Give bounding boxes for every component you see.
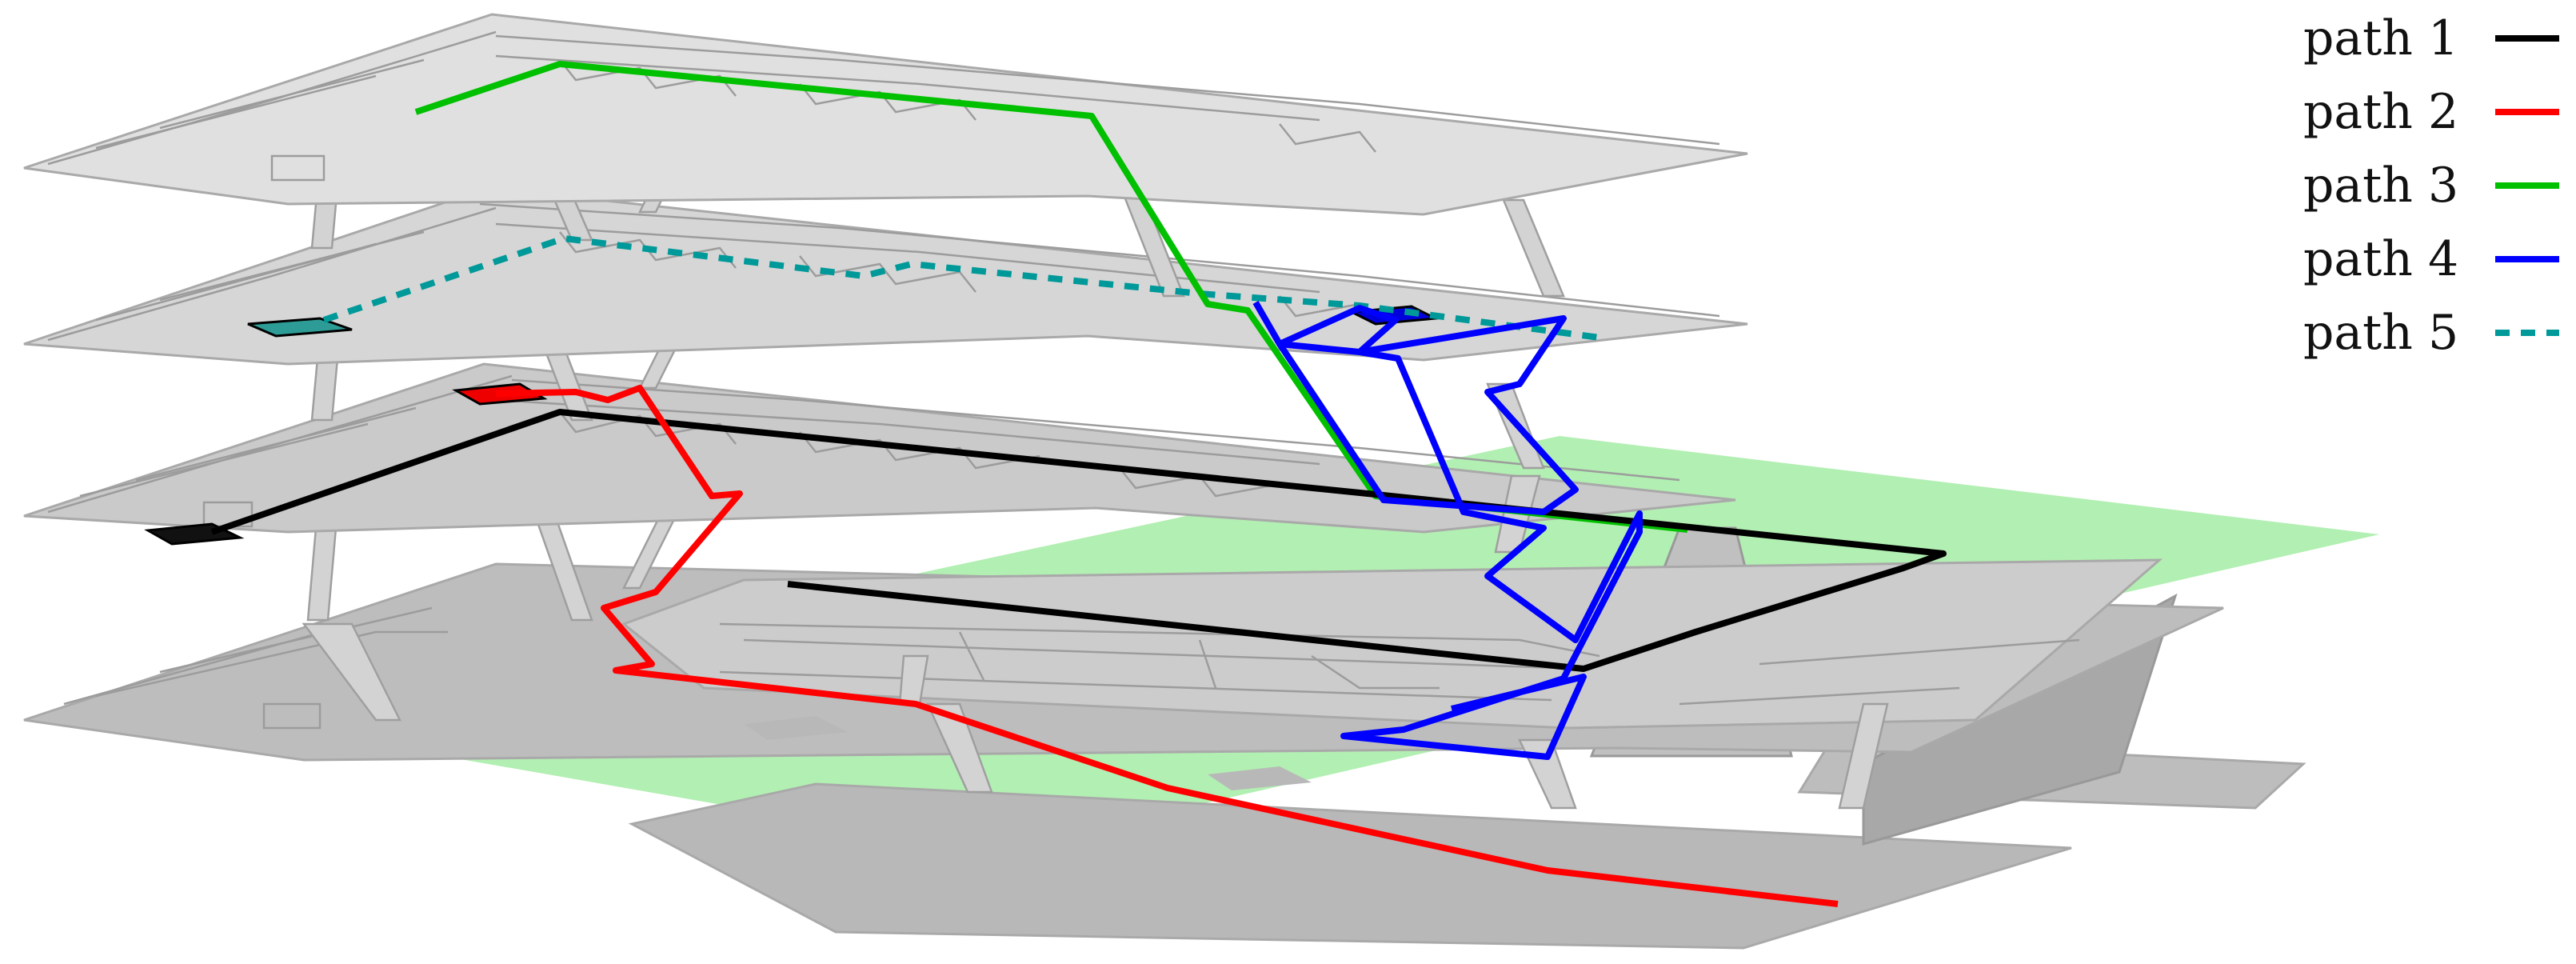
path-2-line <box>495 385 1839 907</box>
legend-label-path-2: path 2 <box>2303 84 2458 140</box>
floor-slab-level-4 <box>23 13 1748 216</box>
endpoint-marker-teal <box>247 317 353 338</box>
ground-patch <box>744 716 848 740</box>
room-layout-level-1 <box>63 606 2080 730</box>
ground-patch <box>1208 766 1312 790</box>
legend-label-path-3: path 3 <box>2303 158 2458 214</box>
room-layout-level-2 <box>47 374 1680 528</box>
legend-label-path-5: path 5 <box>2303 305 2458 361</box>
room-layout-level-3 <box>47 202 1720 342</box>
legend: path 1 path 2 path 3 path 4 path 5 <box>2303 10 2559 361</box>
floor-slab-level-1-upper <box>621 558 2163 730</box>
path-1-line <box>210 409 1947 672</box>
legend-label-path-4: path 4 <box>2303 231 2458 287</box>
floor-slab-level-3 <box>23 186 1748 366</box>
floor-slab-bottom-wing <box>628 782 2072 950</box>
path-4-line <box>1252 301 1643 760</box>
legend-label-path-1: path 1 <box>2303 10 2458 66</box>
